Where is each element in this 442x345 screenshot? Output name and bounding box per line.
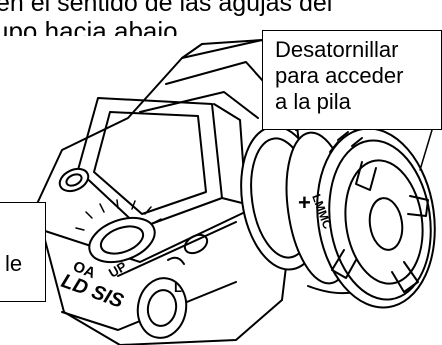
unscrew-callout-text: Desatornillar para acceder a la pila — [275, 37, 404, 114]
instruction-line-1: en el sentido de las agujas del — [0, 0, 333, 17]
left-callout: le — [0, 202, 46, 302]
instruction-line-2: upo hacia abajo — [0, 16, 178, 36]
left-callout-text: le — [5, 251, 23, 276]
unscrew-callout: Desatornillar para acceder a la pila — [262, 30, 442, 130]
cap-plus-mark: + — [298, 190, 311, 215]
small-dial-mark: L — [174, 280, 182, 295]
instruction-text: en el sentido de las agujas del upo haci… — [0, 0, 442, 36]
